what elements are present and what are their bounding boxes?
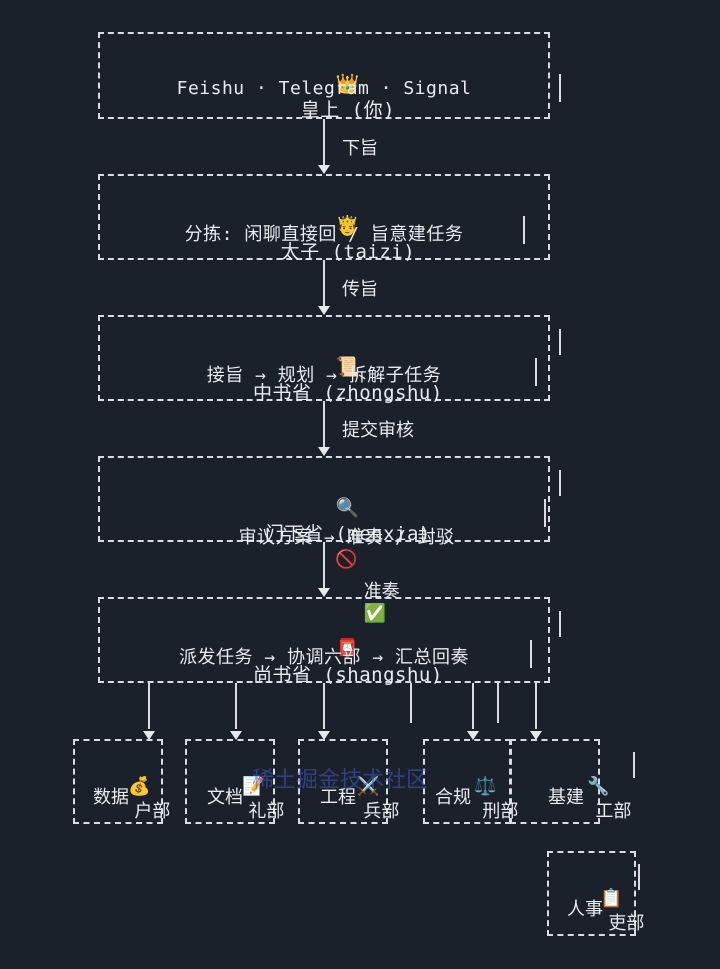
edge-zhunzou-line <box>323 542 325 588</box>
edge-zhunzou-label: 准奏 <box>363 581 400 602</box>
taizi-rail <box>523 216 525 244</box>
zhongshu-box: 📜 中书省 (zhongshu) 接旨 → 规划 → 拆解子任务 <box>98 315 550 404</box>
money-bag-icon: 💰 <box>128 776 151 797</box>
fanout-line-6 <box>497 683 499 723</box>
menxia-box: 🔍 门下省 (menxia) 审议方案 → 准奏 / 封驳 🚫 <box>98 456 550 570</box>
taizi-title: 太子 (taizi) <box>280 241 416 263</box>
crown-icon: 👑 <box>335 73 360 95</box>
edge-xiazhi-arrow <box>318 165 330 174</box>
zhongshu-rail-bottom <box>535 358 537 386</box>
shangshu-title: 尚书省 (shangshu) <box>252 664 443 686</box>
ministry-role: 合规 <box>435 787 471 808</box>
edge-chuanzhi-arrow <box>318 306 330 315</box>
zhongshu-duty: 接旨 → 规划 → 拆解子任务 <box>206 365 442 386</box>
check-mark-icon: ✅ <box>363 603 387 624</box>
edge-xiazhi-label: 下旨 <box>342 138 378 159</box>
shangshu-rail-top <box>559 611 561 637</box>
edge-tijiao-label: 提交审核 <box>342 420 414 441</box>
menxia-duty: 审议方案 → 准奏 / 封驳 <box>238 527 455 548</box>
fanout-line-1 <box>148 683 150 729</box>
edge-chuanzhi-label: 传旨 <box>342 279 378 300</box>
ministry-name: 礼部 <box>248 801 285 822</box>
shangshu-duty: 派发任务 → 协调六部 → 汇总回奏 <box>178 647 470 668</box>
ministry-name: 兵部 <box>363 801 400 822</box>
shangshu-rail-bottom <box>530 640 532 668</box>
fanout-line-5 <box>472 683 474 729</box>
edge-chuanzhi-line <box>323 260 325 306</box>
crossed-swords-icon: ⚔️ <box>357 776 380 797</box>
fanout-line-4 <box>410 683 412 723</box>
menxia-rail-bottom <box>544 499 546 527</box>
magnifier-icon: 🔍 <box>335 497 360 519</box>
fanout-arrow-hubu <box>143 731 155 740</box>
gongbu-rail <box>633 752 635 778</box>
emperor-channels: Feishu · Telegram · Signal <box>176 78 472 99</box>
clipboard-icon: 📋 <box>600 888 623 909</box>
ministry-name: 刑部 <box>482 801 519 822</box>
edge-tijiao-arrow <box>318 447 330 456</box>
libu-rail <box>638 864 640 890</box>
fanout-arrow-bingbu <box>318 731 330 740</box>
emperor-rail <box>559 74 561 102</box>
prince-icon: 🤴 <box>335 215 360 237</box>
taizi-duty: 分拣: 闲聊直接回 / 旨意建任务 <box>184 224 464 245</box>
emperor-title: 皇上 (你) <box>300 99 396 121</box>
ministry-role: 人事 <box>567 899 603 920</box>
menxia-rail-top <box>559 470 561 496</box>
fanout-line-7 <box>535 683 537 729</box>
fanout-arrow-xingbu <box>467 731 479 740</box>
edge-zhunzou-arrow <box>318 588 330 597</box>
memo-icon: 📝 <box>242 776 265 797</box>
prohibited-icon: 🚫 <box>335 549 359 570</box>
edge-xiazhi-line <box>323 119 325 165</box>
scales-icon: ⚖️ <box>474 776 497 797</box>
ministry-box-xingbu: ⚖️ 刑部 合规 <box>423 739 518 824</box>
fanout-line-2 <box>235 683 237 729</box>
ministry-box-hubu: 💰 户部 数据 <box>73 739 170 824</box>
edge-tijiao-line <box>323 401 325 447</box>
fanout-line-3 <box>323 683 325 729</box>
ministry-name: 工部 <box>595 801 632 822</box>
ministry-box-bingbu: ⚔️ 兵部 工程 <box>298 739 399 824</box>
ministry-role: 数据 <box>93 787 129 808</box>
ministry-box-libu-rites: 📝 礼部 文档 <box>185 739 284 824</box>
taizi-box: 🤴 太子 (taizi) 分拣: 闲聊直接回 / 旨意建任务 <box>98 174 550 263</box>
ministry-name: 户部 <box>134 801 171 822</box>
ministry-box-gongbu: 🔧 工部 基建 <box>510 739 631 824</box>
watermark: 稀土掘金技术社区 <box>252 768 429 793</box>
shangshu-box: 📮 尚书省 (shangshu) 派发任务 → 协调六部 → 汇总回奏 <box>98 597 550 686</box>
ministry-box-libu-personnel: 📋 吏部 人事 <box>547 851 644 936</box>
postbox-icon: 📮 <box>335 638 360 660</box>
ministry-name: 吏部 <box>608 913 645 934</box>
emperor-box: 👑 皇上 (你) Feishu · Telegram · Signal <box>98 32 550 121</box>
ministry-role: 工程 <box>320 787 356 808</box>
ministry-role: 文档 <box>207 787 243 808</box>
ministry-role: 基建 <box>548 787 584 808</box>
zhongshu-title: 中书省 (zhongshu) <box>252 382 443 404</box>
zhongshu-rail-top <box>559 329 561 355</box>
scroll-icon: 📜 <box>335 356 360 378</box>
fanout-arrow-gongbu <box>530 731 542 740</box>
fanout-arrow-libu-rites <box>230 731 242 740</box>
menxia-title: 门下省 (menxia) <box>264 523 431 545</box>
wrench-icon: 🔧 <box>587 776 610 797</box>
